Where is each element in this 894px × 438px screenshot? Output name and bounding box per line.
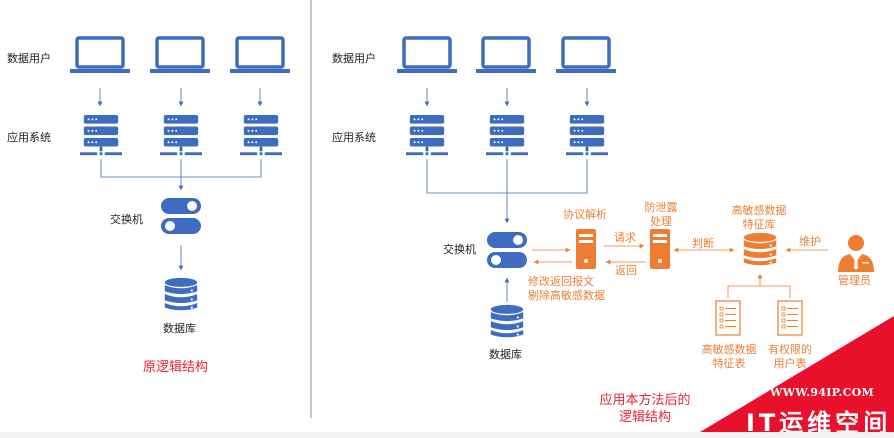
- label-app-systems: 应用系统: [7, 131, 51, 144]
- label-request: 请求: [614, 231, 636, 244]
- label-data-users: 数据用户: [7, 52, 51, 65]
- server-icon: [406, 115, 448, 156]
- label-judge: 判断: [692, 237, 714, 250]
- label-database: 数据库: [163, 322, 196, 335]
- laptop-icon: [150, 36, 210, 75]
- label-feature-table: 高敏感数据 特征表: [697, 343, 761, 371]
- label-maintain: 维护: [799, 235, 821, 248]
- label-leak-prevention-line2: 处理: [650, 215, 672, 228]
- database-icon: [490, 304, 524, 338]
- server-icon: [240, 115, 282, 156]
- leak-prevention-server-icon: [650, 229, 670, 269]
- watermark-banner: [690, 316, 894, 438]
- laptop-icon: [476, 36, 536, 75]
- laptop-icon: [70, 36, 130, 75]
- caption-new-structure: 应用本方法后的 逻辑结构: [590, 392, 700, 426]
- caption-original-structure: 原逻辑结构: [143, 360, 209, 375]
- protocol-server-icon: [576, 229, 596, 269]
- server-icon: [566, 115, 608, 156]
- bottom-edge: [0, 432, 894, 438]
- label-user-table-line1: 有权限的: [768, 343, 812, 356]
- caption-new-structure-line2: 逻辑结构: [618, 410, 671, 425]
- label-app-systems: 应用系统: [332, 131, 376, 144]
- database-icon: [164, 277, 198, 311]
- label-modify-line2: 剔除高敏感数据: [528, 289, 605, 302]
- label-feature-table-line2: 特征表: [712, 357, 746, 370]
- caption-new-structure-line1: 应用本方法后的: [599, 393, 691, 408]
- label-user-table-line2: 用户表: [773, 357, 807, 370]
- label-return: 返回: [615, 264, 637, 277]
- label-modify-line1: 修改返回报文: [528, 275, 594, 288]
- laptop-icon: [397, 36, 457, 75]
- label-switch: 交换机: [110, 213, 143, 226]
- watermark-url: WWW.94IP.COM: [770, 386, 875, 399]
- label-modify-response: 修改返回报文 剔除高敏感数据: [528, 275, 605, 303]
- label-user-table: 有权限的 用户表: [764, 343, 816, 371]
- server-icon: [486, 115, 528, 156]
- switch-icon: [161, 198, 201, 234]
- admin-icon: [838, 235, 874, 272]
- label-feature-library-line2: 特征库: [742, 218, 776, 231]
- label-feature-library: 高敏感数据 特征库: [727, 204, 791, 232]
- laptop-icon: [230, 36, 290, 75]
- label-leak-prevention-line1: 防泄露: [644, 201, 678, 214]
- server-icon: [80, 115, 122, 156]
- user-table-doc-icon: [777, 300, 803, 336]
- label-leak-prevention: 防泄露 处理: [641, 201, 681, 229]
- feature-library-icon: [743, 232, 777, 266]
- server-icon: [160, 115, 202, 156]
- label-data-users: 数据用户: [332, 52, 376, 65]
- label-feature-library-line1: 高敏感数据: [731, 204, 787, 217]
- switch-icon: [487, 232, 527, 268]
- label-database: 数据库: [489, 348, 522, 361]
- laptop-icon: [556, 36, 616, 75]
- label-protocol-parse: 协议解析: [563, 208, 607, 221]
- label-feature-table-line1: 高敏感数据: [701, 343, 757, 356]
- feature-table-doc-icon: [715, 300, 741, 336]
- label-switch: 交换机: [443, 243, 476, 256]
- label-admin: 管理员: [838, 274, 871, 287]
